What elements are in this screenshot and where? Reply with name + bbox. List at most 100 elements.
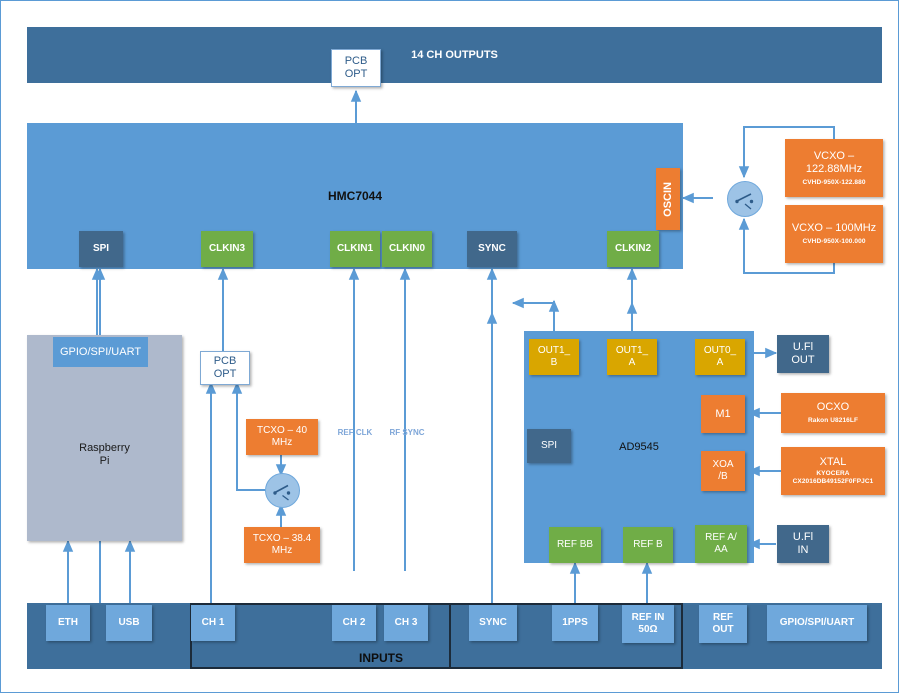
xtal-name: XTAL <box>819 455 847 468</box>
ad9545-out1-a[interactable]: OUT1_ A <box>607 339 657 375</box>
raspberry-pi-name-line1: Raspberry <box>79 442 130 455</box>
pcb-opt-mid-line2: OPT <box>213 368 237 380</box>
outputs-bar-label: 14 CH OUTPUTS <box>411 48 498 61</box>
ad9545-xoa-b[interactable]: XOA /B <box>701 451 745 491</box>
ocxo-block[interactable]: OCXO Rakon U8216LF <box>781 393 885 433</box>
tcxo-switch[interactable] <box>265 473 300 508</box>
ad9545-out1-a-line1: OUT1_ <box>615 345 649 357</box>
raspberry-pi-block[interactable]: Raspberry Pi <box>27 335 182 541</box>
pcb-opt-mid[interactable]: PCB OPT <box>200 351 250 385</box>
connector-gpio-spi-uart[interactable]: GPIO/SPI/UART <box>767 605 867 641</box>
connector-1pps[interactable]: 1PPS <box>552 605 598 641</box>
tcxo-38-4-block[interactable]: TCXO – 38.4 MHz <box>244 527 320 563</box>
ocxo-name: OCXO <box>816 401 850 414</box>
hmc7044-port-clkin2[interactable]: CLKIN2 <box>607 231 659 267</box>
ad9545-ref-bb-label: REF BB <box>556 539 594 551</box>
hmc7044-port-clkin0[interactable]: CLKIN0 <box>382 231 432 267</box>
ad9545-ref-b-label: REF B <box>633 539 663 551</box>
connector-usb-label: USB <box>118 617 140 629</box>
ad9545-out0-a-line2: A <box>716 357 724 368</box>
connector-sync-label: SYNC <box>479 617 507 629</box>
hmc7044-port-spi[interactable]: SPI <box>79 231 123 267</box>
connector-1pps-label: 1PPS <box>562 617 588 629</box>
vcxo-122-freq: 122.88MHz <box>805 162 863 175</box>
ad9545-out1-a-line2: A <box>628 357 636 368</box>
connector-eth[interactable]: ETH <box>46 605 90 641</box>
vcxo-100-block[interactable]: VCXO – 100MHz CVHD-950X-100.000 <box>785 205 883 263</box>
ad9545-xoa-line2: /B <box>718 471 728 482</box>
connector-ch1[interactable]: CH 1 <box>191 605 235 641</box>
xtal-part: CX2016DB49152F0FPJC1 <box>792 478 874 486</box>
connector-gpio-label: GPIO/SPI/UART <box>779 617 855 629</box>
connector-ch2[interactable]: CH 2 <box>332 605 376 641</box>
connector-ref-out[interactable]: REF OUT <box>699 605 747 643</box>
raspberry-pi-gpio-header[interactable]: GPIO/SPI/UART <box>53 337 148 367</box>
ad9545-ref-a-aa[interactable]: REF A/ AA <box>695 525 747 563</box>
vcxo-122-name: VCXO – <box>813 149 855 162</box>
tcxo-38-4-line2: MHz <box>271 545 293 556</box>
ref-clk-label: REF CLK <box>337 428 373 437</box>
ad9545-title: AD9545 <box>619 440 659 453</box>
ad9545-ref-bb[interactable]: REF BB <box>549 527 601 563</box>
ad9545-xoa-line1: XOA <box>712 459 734 471</box>
connector-ref-in-line2: 50Ω <box>638 624 658 635</box>
switch-icon <box>273 484 291 501</box>
hmc7044-port-clkin1-label: CLKIN1 <box>336 243 374 255</box>
xtal-block[interactable]: XTAL KYOCERA CX2016DB49152F0FPJC1 <box>781 447 885 495</box>
ufl-out-line2: OUT <box>791 354 815 366</box>
ufl-in-connector[interactable]: U.Fl IN <box>777 525 829 563</box>
ad9545-ref-a-line2: AA <box>714 544 728 555</box>
oscin-switch[interactable] <box>727 181 763 217</box>
connector-ch3[interactable]: CH 3 <box>384 605 428 641</box>
connector-ref-in[interactable]: REF IN 50Ω <box>622 605 674 643</box>
hmc7044-port-sync-label: SYNC <box>478 243 506 255</box>
connector-ref-in-line1: REF IN <box>631 612 665 624</box>
ufl-out-line1: U.Fl <box>792 341 814 354</box>
pcb-opt-mid-line1: PCB <box>213 355 237 368</box>
ad9545-out1-b-line1: OUT1_ <box>537 345 571 357</box>
connector-ref-out-line1: REF <box>713 612 733 624</box>
connector-sync[interactable]: SYNC <box>469 605 517 641</box>
hmc7044-port-oscin[interactable]: OSCIN <box>656 168 680 230</box>
xtal-vendor: KYOCERA <box>816 469 850 477</box>
ad9545-m1[interactable]: M1 <box>701 395 745 433</box>
connector-ch1-label: CH 1 <box>201 617 225 629</box>
ad9545-spi[interactable]: SPI <box>527 429 571 463</box>
ad9545-ref-a-line1: REF A/ <box>705 532 737 544</box>
ocxo-part: Rakon U8216LF <box>807 417 859 425</box>
raspberry-pi-name-line2: Pi <box>99 455 110 467</box>
hmc7044-port-clkin3[interactable]: CLKIN3 <box>201 231 253 267</box>
pcb-opt-top-line1: PCB <box>344 55 368 68</box>
connector-ch2-label: CH 2 <box>342 617 366 629</box>
ad9545-ref-b[interactable]: REF B <box>623 527 673 563</box>
vcxo-122-block[interactable]: VCXO – 122.88MHz CVHD-950X-122.880 <box>785 139 883 197</box>
ad9545-spi-label: SPI <box>540 440 558 452</box>
ufl-in-line2: IN <box>797 544 809 556</box>
ad9545-out1-b[interactable]: OUT1_ B <box>529 339 579 375</box>
hmc7044-port-clkin0-label: CLKIN0 <box>388 243 426 255</box>
tcxo-40-line1: TCXO – 40 <box>256 425 308 437</box>
ad9545-out0-a-line1: OUT0_ <box>703 345 737 357</box>
ad9545-m1-label: M1 <box>715 407 731 420</box>
inputs-group-outline-right <box>451 603 683 669</box>
switch-icon <box>735 193 754 210</box>
inputs-label: INPUTS <box>358 651 403 665</box>
ad9545-out0-a[interactable]: OUT0_ A <box>695 339 745 375</box>
tcxo-38-4-line1: TCXO – 38.4 <box>252 533 312 545</box>
ufl-out-connector[interactable]: U.Fl OUT <box>777 335 829 373</box>
tcxo-40-block[interactable]: TCXO – 40 MHz <box>246 419 318 455</box>
vcxo-122-part: CVHD-950X-122.880 <box>802 178 866 186</box>
outputs-bar: 14 CH OUTPUTS <box>27 27 882 83</box>
connector-ch3-label: CH 3 <box>394 617 418 629</box>
connector-eth-label: ETH <box>58 617 78 629</box>
hmc7044-port-clkin3-label: CLKIN3 <box>208 243 246 255</box>
hmc7044-port-clkin1[interactable]: CLKIN1 <box>330 231 380 267</box>
hmc7044-port-sync[interactable]: SYNC <box>467 231 517 267</box>
ad9545-out1-b-line2: B <box>550 357 558 368</box>
tcxo-40-line2: MHz <box>271 437 293 448</box>
vcxo-100-part: CVHD-950X-100.000 <box>802 238 866 246</box>
connector-usb[interactable]: USB <box>106 605 152 641</box>
connector-ref-out-line2: OUT <box>712 624 734 635</box>
pcb-opt-top[interactable]: PCB OPT <box>331 49 381 87</box>
